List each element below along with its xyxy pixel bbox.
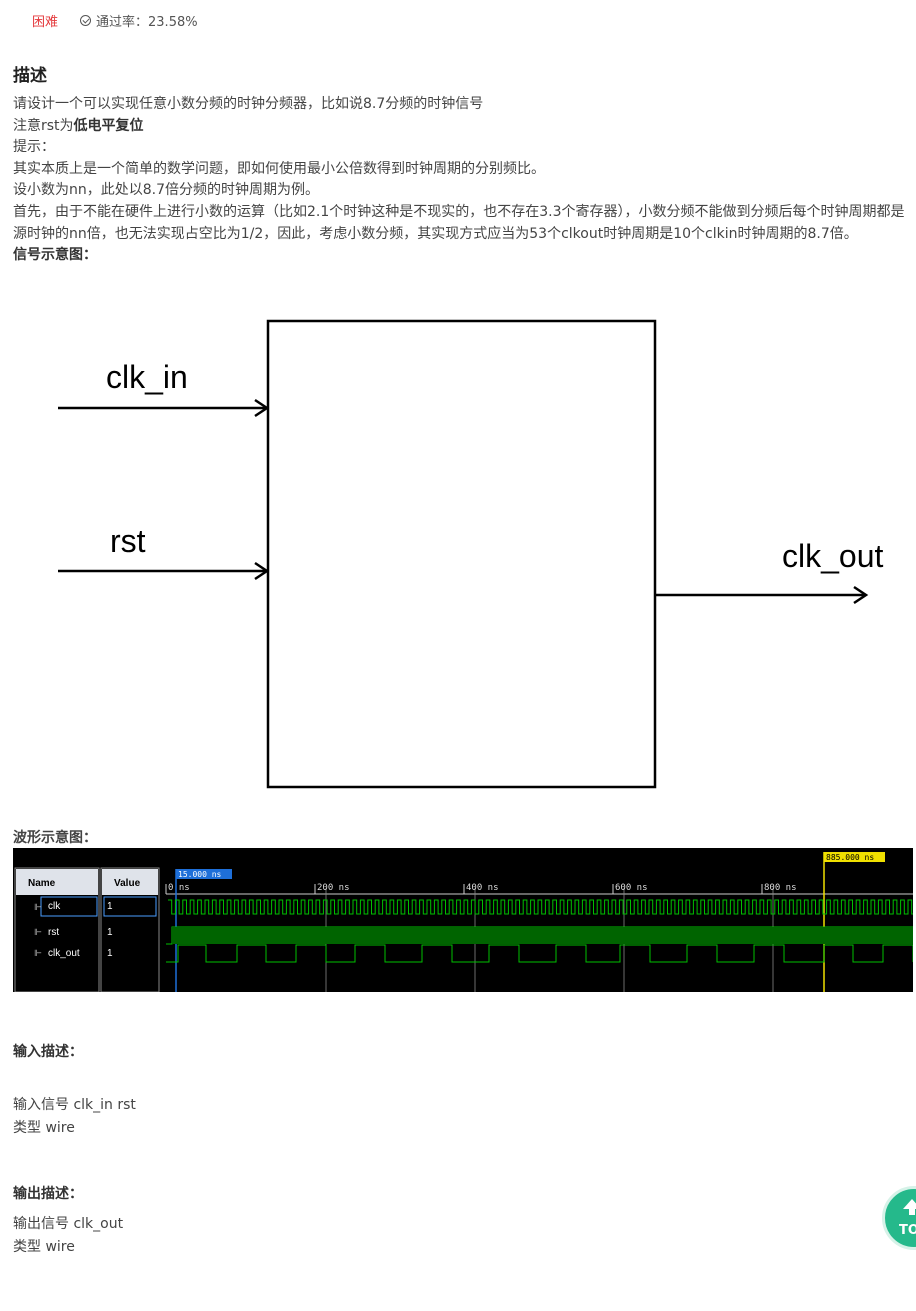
desc-line: 注意rst为低电平复位 (13, 116, 913, 138)
module-box (266, 319, 657, 789)
signal-icon: ⊩ (34, 928, 42, 938)
input-desc-line: 输入信号 clk_in rst (13, 1097, 136, 1113)
value-column-header: Value (114, 878, 141, 889)
input-desc-type: 类型 wire (13, 1120, 75, 1136)
difficulty-label: 困难 (32, 15, 59, 30)
desc-line: 信号示意图： (13, 245, 913, 267)
check-circle-icon (80, 15, 92, 26)
waveform-heading: 波形示意图： (13, 830, 97, 846)
block-diagram: clk_in rst clk_out (58, 319, 884, 789)
signal-name-clk-out: clk_out (48, 948, 80, 959)
clk-in-arrow-icon (254, 398, 270, 418)
signal-name-rst: rst (48, 927, 59, 938)
desc-line: 请设计一个可以实现任意小数分频的时钟分频器，比如说8.7分频的时钟信号 (13, 96, 484, 112)
pass-rate-text: 通过率：23.58% (96, 15, 198, 30)
desc-line: 提示： (13, 139, 55, 156)
desc-line: 首先，由于不能在硬件上进行小数的运算（比如2.1个时钟这种是不现实的，也不存在3… (13, 203, 905, 242)
clk-out-label: clk_out (782, 538, 884, 574)
left-cursor-label-bg (176, 869, 232, 879)
signal-value-clk-out: 1 (107, 948, 113, 959)
rst-label: rst (110, 523, 146, 559)
tick-label: 200 ns (317, 883, 350, 893)
clk-out-trace (166, 944, 913, 963)
desc-reset-prefix: 注意rst为 (13, 117, 74, 134)
rst-high-fill (172, 927, 913, 944)
desc-reset-bold: 低电平复位 (73, 117, 144, 134)
tick-label: 800 ns (764, 883, 797, 893)
problem-meta: 困难 通过率：23.58% (32, 11, 198, 30)
clk-waveform (168, 899, 913, 915)
left-cursor-label: 15.000 ns (178, 870, 222, 879)
clk-in-label: clk_in (106, 359, 188, 395)
tick-label: 400 ns (466, 883, 499, 893)
description-body: 请设计一个可以实现任意小数分频的时钟分频器，比如说8.7分频的时钟信号 注意rs… (13, 94, 913, 267)
tick-label: 0 ns (168, 883, 190, 893)
signal-name-clk: clk (48, 901, 61, 912)
back-to-top-label: TOP (899, 1223, 916, 1238)
arrow-up-stem (909, 1208, 915, 1215)
back-to-top-button[interactable]: TOP (882, 1186, 916, 1250)
desc-line: 设小数为nn，此处以8.7倍分频的时钟周期为例。 (13, 182, 320, 199)
signal-icon: ⊩ (34, 903, 42, 913)
name-column-header: Name (28, 878, 56, 889)
description-heading: 描述 (13, 66, 47, 86)
input-desc-heading: 输入描述： (13, 1044, 83, 1060)
clk-out-arrow-icon (853, 585, 869, 605)
arrow-up-icon (903, 1199, 916, 1209)
signal-icon: ⊩ (34, 949, 42, 959)
pass-rate: 通过率：23.58% (80, 11, 198, 30)
waveform-viewer: Name Value ⊩ ⊩ ⊩ clk rst clk_out 1 1 1 0… (13, 848, 913, 992)
output-desc-type: 类型 wire (13, 1239, 75, 1255)
rst-arrow-icon (254, 561, 270, 581)
output-desc-heading: 输出描述： (13, 1186, 83, 1202)
clk-trace (168, 899, 913, 915)
clk-out-waveform (166, 944, 913, 963)
output-desc-line: 输出信号 clk_out (13, 1216, 124, 1232)
signal-value-rst: 1 (107, 927, 113, 938)
signal-value-clk: 1 (107, 901, 113, 912)
value-header-bg (102, 869, 158, 895)
wave-area (163, 848, 913, 992)
selected-value-highlight (103, 896, 157, 917)
tick-label: 600 ns (615, 883, 648, 893)
right-cursor-label: 885.000 ns (826, 853, 874, 862)
signal-diagram-heading: 信号示意图： (13, 247, 97, 264)
name-header-bg (16, 869, 98, 895)
right-cursor-label-bg (824, 852, 885, 862)
selected-row-highlight (40, 896, 98, 917)
desc-line: 其实本质上是一个简单的数学问题，即如何使用最小公倍数得到时钟周期的分别频比。 (13, 160, 545, 177)
